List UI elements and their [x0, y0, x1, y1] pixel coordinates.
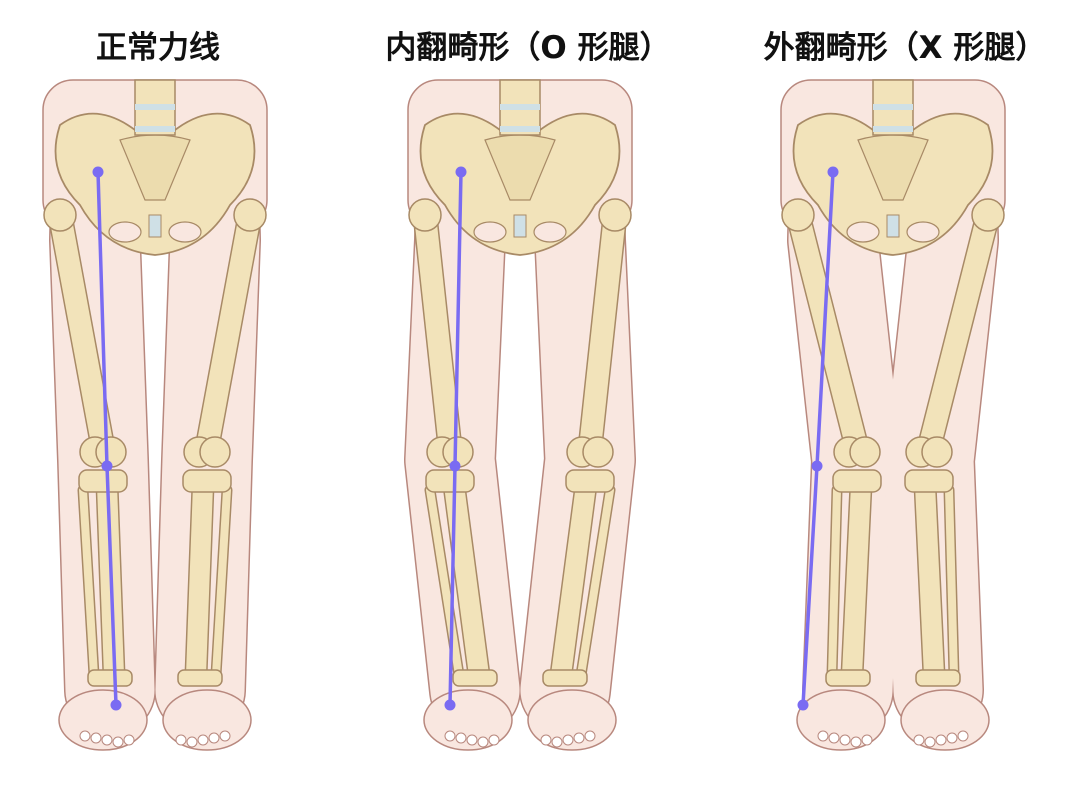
toe-nail	[839, 734, 851, 746]
obturator-foramen	[846, 221, 880, 243]
toe-nail	[123, 734, 135, 746]
fibula	[828, 486, 841, 679]
fibula	[79, 486, 98, 679]
femoral-head	[781, 198, 815, 232]
toe-nail	[584, 730, 596, 742]
ankle-center-point	[797, 699, 809, 711]
toe-nail	[175, 734, 187, 746]
femur	[918, 204, 999, 459]
hip-center-point	[92, 166, 104, 178]
femur	[787, 204, 868, 459]
toe-nail	[444, 730, 456, 742]
figure-O	[404, 79, 636, 751]
femur	[196, 204, 261, 459]
tibia	[551, 475, 596, 685]
tibial-plateau	[904, 469, 954, 493]
ankle-bone	[87, 669, 133, 687]
toe-nail	[850, 736, 862, 748]
hip-center-point	[455, 166, 467, 178]
ankle-bone	[452, 669, 498, 687]
toe-nail	[112, 736, 124, 748]
tibial-plateau	[78, 469, 128, 493]
pubic-symphysis	[886, 214, 900, 238]
toe-nail	[817, 730, 829, 742]
obturator-foramen	[533, 221, 567, 243]
toe-nail	[488, 734, 500, 746]
femoral-condyle	[849, 436, 881, 468]
femur	[414, 204, 461, 459]
femoral-condyle	[921, 436, 953, 468]
femur	[579, 204, 626, 459]
intervertebral-disc	[873, 104, 913, 110]
fibula	[212, 486, 231, 679]
knee-center-point	[101, 460, 113, 472]
knee-center-point	[449, 460, 461, 472]
panel-title-varus: 内翻畸形（O 形腿）	[385, 30, 671, 66]
panel-title-valgus: 外翻畸形（X 形腿）	[763, 30, 1047, 66]
femoral-condyle	[582, 436, 614, 468]
obturator-foramen	[906, 221, 940, 243]
panel-title-normal: 正常力线	[96, 30, 220, 66]
intervertebral-disc	[135, 104, 175, 110]
toe-nail	[466, 734, 478, 746]
tibia	[444, 475, 489, 685]
ankle-bone	[542, 669, 588, 687]
toe-nail	[551, 736, 563, 748]
obturator-foramen	[473, 221, 507, 243]
tibial-plateau	[565, 469, 615, 493]
femoral-head	[598, 198, 632, 232]
obturator-foramen	[108, 221, 142, 243]
toe-nail	[79, 730, 91, 742]
hip-center-point	[827, 166, 839, 178]
femur	[49, 204, 114, 459]
ankle-bone	[825, 669, 871, 687]
tibia	[915, 475, 944, 685]
intervertebral-disc	[500, 104, 540, 110]
tibia	[186, 475, 213, 685]
ankle-center-point	[444, 699, 456, 711]
ankle-center-point	[110, 699, 122, 711]
toe-nail	[828, 732, 840, 744]
intervertebral-disc	[135, 126, 175, 132]
femoral-head	[43, 198, 77, 232]
femoral-condyle	[199, 436, 231, 468]
tibia	[842, 475, 871, 685]
toe-nail	[913, 734, 925, 746]
tibial-plateau	[832, 469, 882, 493]
pubic-symphysis	[513, 214, 527, 238]
toe-nail	[957, 730, 969, 742]
pubic-symphysis	[148, 214, 162, 238]
femoral-head	[233, 198, 267, 232]
femoral-head	[408, 198, 442, 232]
figure-normal	[42, 79, 268, 751]
toe-nail	[208, 732, 220, 744]
intervertebral-disc	[873, 126, 913, 132]
fibula	[945, 486, 958, 679]
toe-nail	[477, 736, 489, 748]
toe-nail	[540, 734, 552, 746]
toe-nail	[562, 734, 574, 746]
toe-nail	[197, 734, 209, 746]
toe-nail	[924, 736, 936, 748]
toe-nail	[101, 734, 113, 746]
figure-X	[780, 79, 1006, 751]
toe-nail	[935, 734, 947, 746]
toe-nail	[219, 730, 231, 742]
tibial-plateau	[182, 469, 232, 493]
knee-center-point	[811, 460, 823, 472]
intervertebral-disc	[500, 126, 540, 132]
toe-nail	[90, 732, 102, 744]
toe-nail	[573, 732, 585, 744]
ankle-bone	[177, 669, 223, 687]
femoral-head	[971, 198, 1005, 232]
toe-nail	[946, 732, 958, 744]
ankle-bone	[915, 669, 961, 687]
fibula	[426, 486, 463, 679]
obturator-foramen	[168, 221, 202, 243]
tibial-plateau	[425, 469, 475, 493]
toe-nail	[455, 732, 467, 744]
toe-nail	[861, 734, 873, 746]
fibula	[577, 486, 614, 679]
toe-nail	[186, 736, 198, 748]
